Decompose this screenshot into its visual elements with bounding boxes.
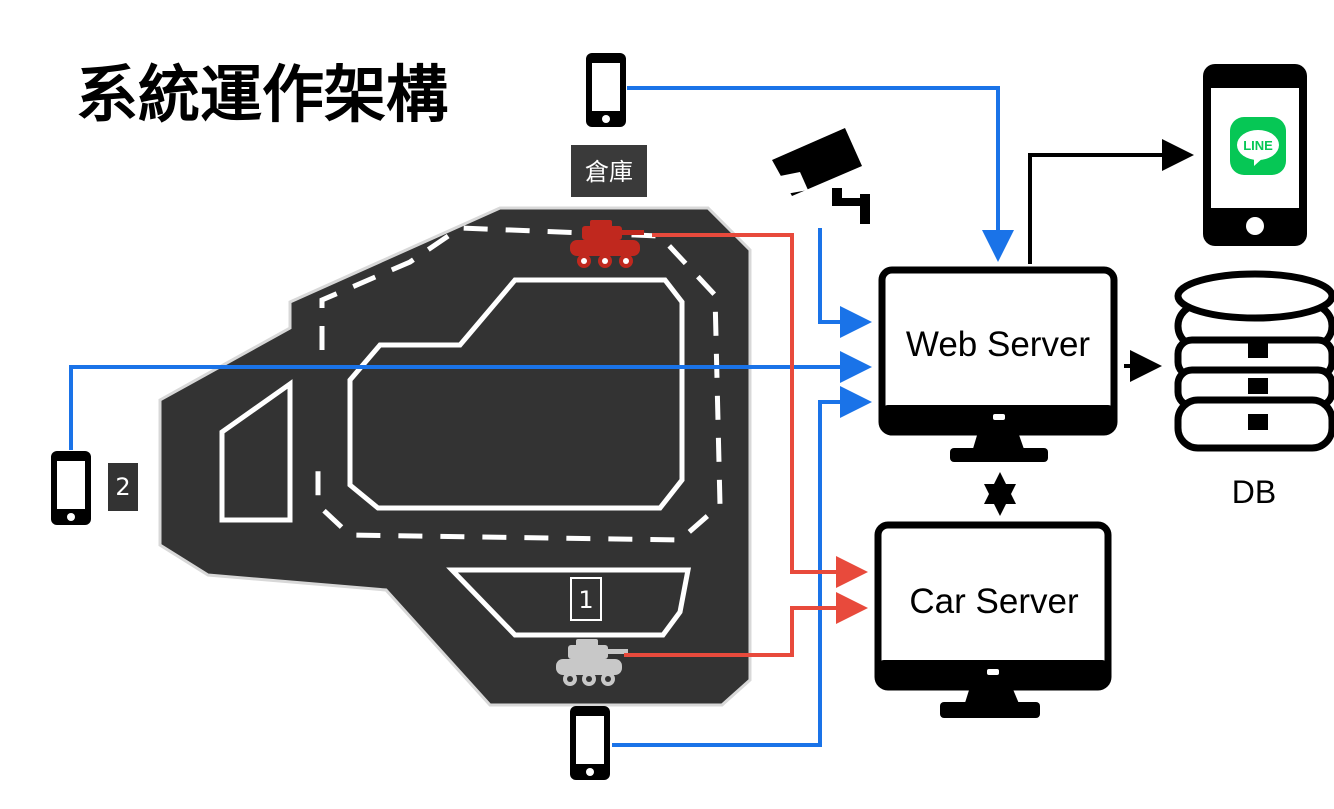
camera-to-web-server-link bbox=[818, 228, 872, 338]
security-camera-icon bbox=[772, 128, 870, 224]
station-2-label: 2 bbox=[108, 463, 138, 511]
tank-car-icon bbox=[570, 220, 644, 268]
bottom-parking-area bbox=[446, 567, 692, 638]
car-server-monitor: Car Server bbox=[874, 521, 1112, 718]
station-1-label: 1 bbox=[570, 577, 602, 621]
line-logo-text: LINE bbox=[1243, 138, 1273, 153]
lane-markings bbox=[315, 225, 723, 543]
database-icon bbox=[1174, 270, 1334, 452]
track-map bbox=[158, 206, 752, 707]
line-phone: LINE bbox=[1203, 64, 1307, 246]
warehouse-label: 倉庫 bbox=[571, 145, 647, 197]
station-1-text: 1 bbox=[578, 586, 593, 614]
diagram-title: 系統運作架構 bbox=[76, 58, 448, 131]
station-2-text: 2 bbox=[115, 473, 130, 501]
warehouse-text: 倉庫 bbox=[585, 158, 633, 186]
line-app-icon: LINE bbox=[1230, 117, 1286, 175]
phone-icon bbox=[51, 451, 91, 525]
db-label: DB bbox=[1232, 474, 1276, 510]
car-server-label: Car Server bbox=[909, 582, 1079, 621]
left-parking-area bbox=[219, 379, 293, 523]
phone-icon bbox=[586, 53, 626, 127]
web-server-monitor: Web Server bbox=[878, 266, 1118, 462]
web-server-label: Web Server bbox=[906, 325, 1090, 364]
web-server-to-line-link bbox=[1028, 139, 1194, 264]
red-car-to-car-server-link bbox=[652, 233, 868, 588]
inner-block bbox=[347, 277, 685, 511]
track-area bbox=[158, 206, 752, 707]
phone-icon bbox=[570, 706, 610, 780]
left-phone-to-web-server-link bbox=[69, 351, 872, 450]
tank-car-icon bbox=[556, 639, 628, 686]
top-phone-to-web-server-link bbox=[627, 86, 1014, 262]
gray-car-to-car-server-link bbox=[624, 592, 868, 657]
